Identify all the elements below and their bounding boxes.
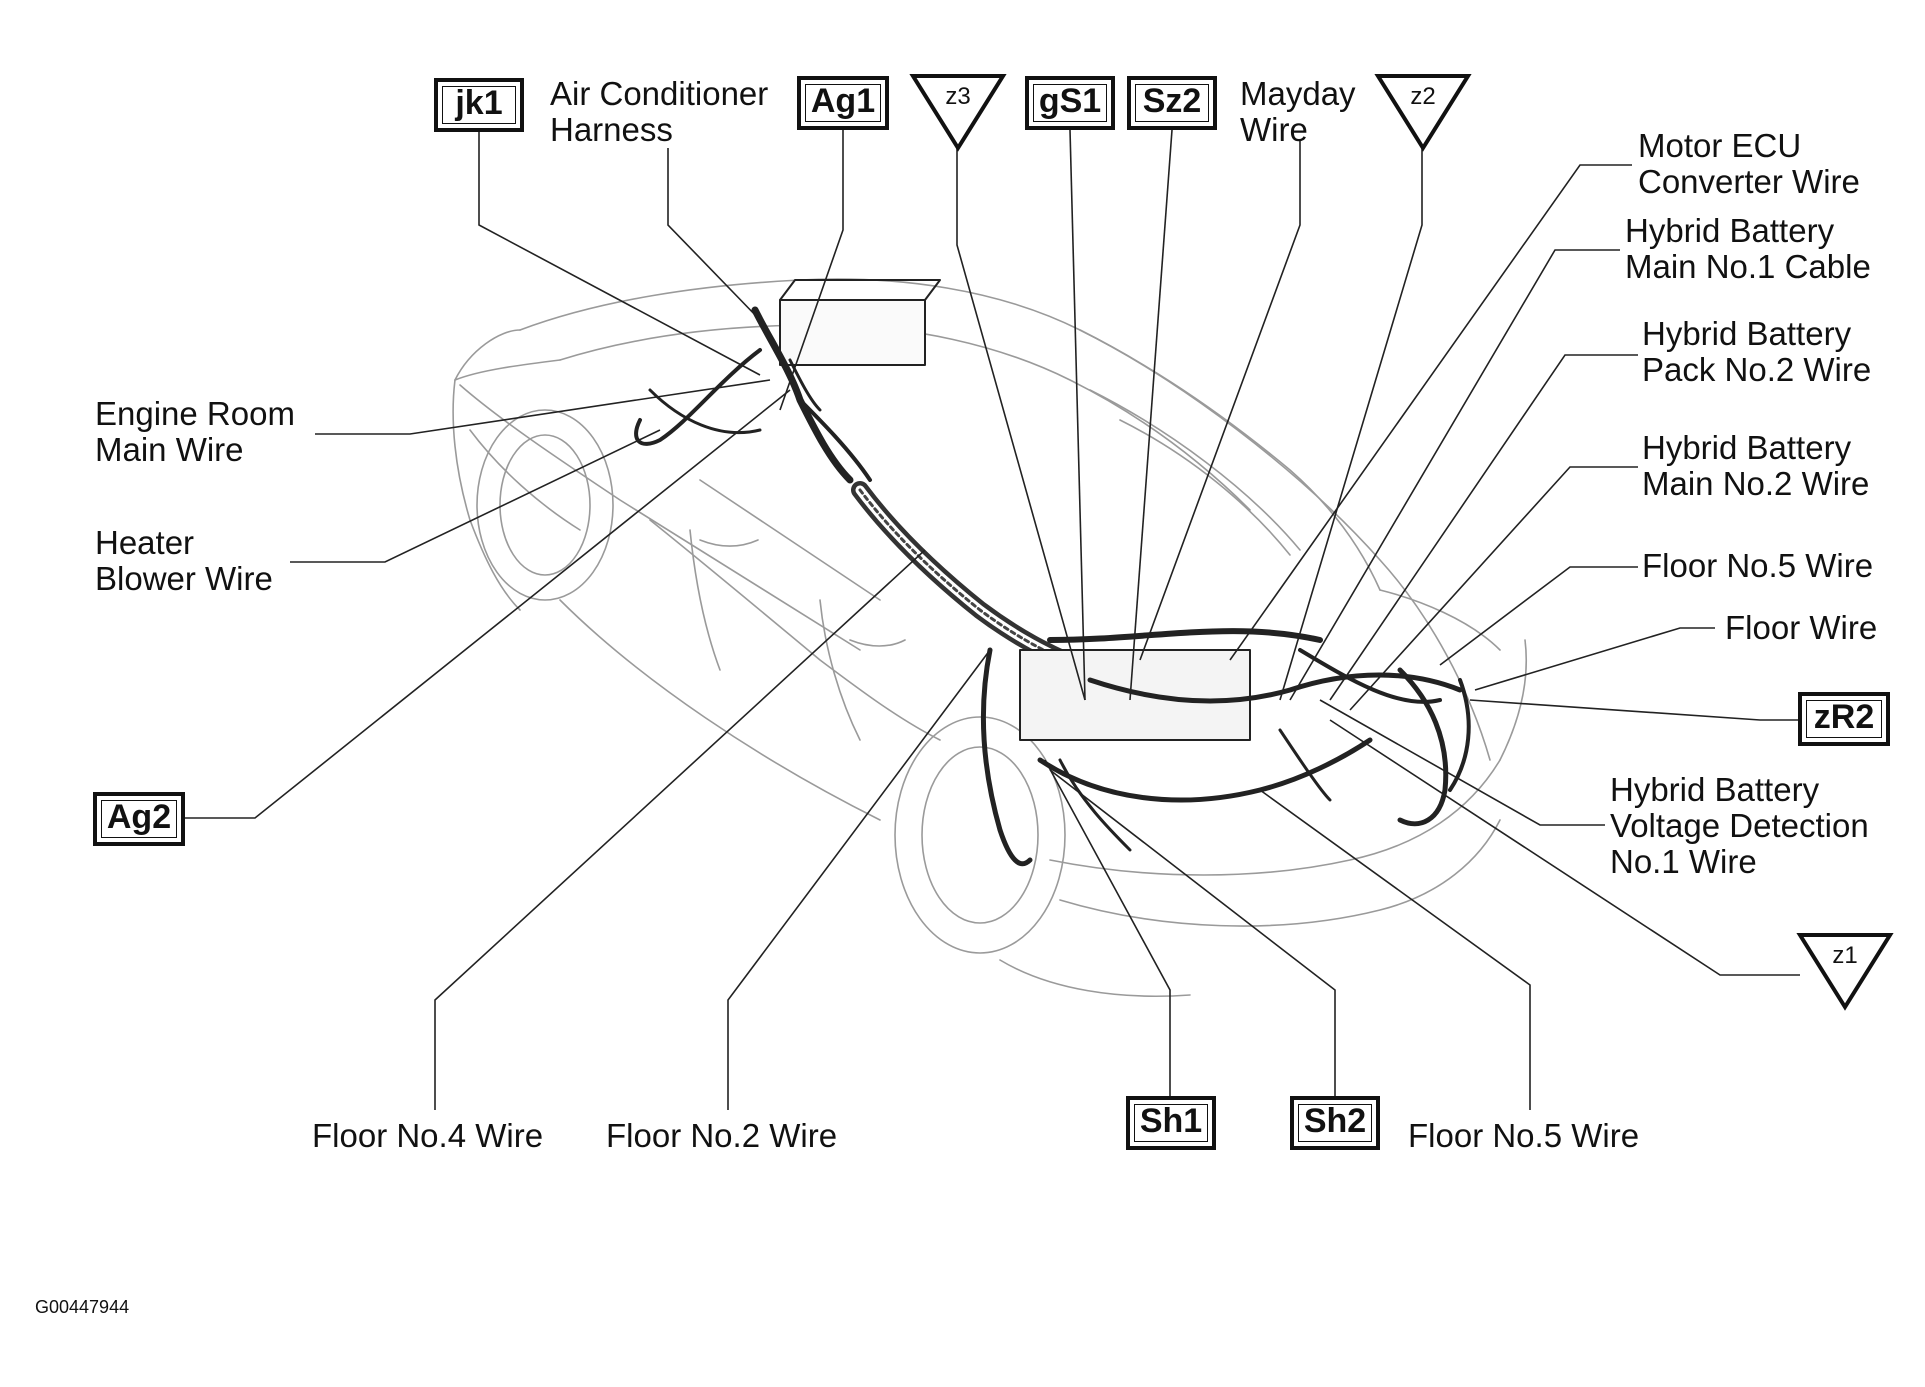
label-floor-wire: Floor Wire — [1725, 609, 1878, 646]
figure-id: G00447944 — [35, 1297, 130, 1317]
ground-triangles — [909, 74, 1894, 1011]
label-hybrid-battery-main-no1-cable: Hybrid Battery Main No.1 Cable — [1625, 212, 1871, 285]
label-hybrid-battery-main-no2-wire: Hybrid Battery Main No.2 Wire — [1642, 429, 1870, 502]
ground-z2-triangle — [1374, 74, 1472, 152]
connector-sh2: Sh2 — [1290, 1096, 1380, 1150]
ground-z1-triangle — [1796, 933, 1894, 1011]
label-engine-room-main-wire: Engine Room Main Wire — [95, 395, 295, 468]
ground-z2-label: z2 — [1410, 83, 1436, 110]
connector-ag1: Ag1 — [797, 76, 889, 130]
connector-gs1: gS1 — [1025, 76, 1115, 130]
connector-sh1: Sh1 — [1126, 1096, 1216, 1150]
label-air-conditioner-harness: Air Conditioner Harness — [550, 75, 769, 148]
ground-z1-label: z1 — [1832, 942, 1858, 969]
leader-lines — [185, 129, 1800, 1112]
label-heater-blower-wire: Heater Blower Wire — [95, 524, 273, 597]
connector-zr2: zR2 — [1798, 692, 1890, 746]
label-mayday-wire: Mayday Wire — [1240, 75, 1356, 148]
label-motor-ecu-converter-wire: Motor ECU Converter Wire — [1638, 127, 1860, 200]
label-floor-no2-wire: Floor No.2 Wire — [606, 1117, 838, 1154]
ground-z3-label: z3 — [945, 83, 971, 110]
label-floor-no5-wire-right: Floor No.5 Wire — [1642, 547, 1874, 584]
label-floor-no4-wire: Floor No.4 Wire — [312, 1117, 544, 1154]
label-floor-no5-wire-bottom: Floor No.5 Wire — [1408, 1117, 1640, 1154]
connector-sz2: Sz2 — [1127, 76, 1217, 130]
ground-z3-triangle — [909, 74, 1007, 152]
harness-bundles — [634, 279, 1471, 867]
label-hybrid-battery-pack-no2-wire: Hybrid Battery Pack No.2 Wire — [1642, 315, 1872, 388]
label-hybrid-battery-voltage-detection: Hybrid Battery Voltage Detection No.1 Wi… — [1610, 771, 1869, 880]
connector-jk1: jk1 — [434, 78, 524, 132]
connector-ag2: Ag2 — [93, 792, 185, 846]
car-body-outline — [452, 278, 1528, 997]
